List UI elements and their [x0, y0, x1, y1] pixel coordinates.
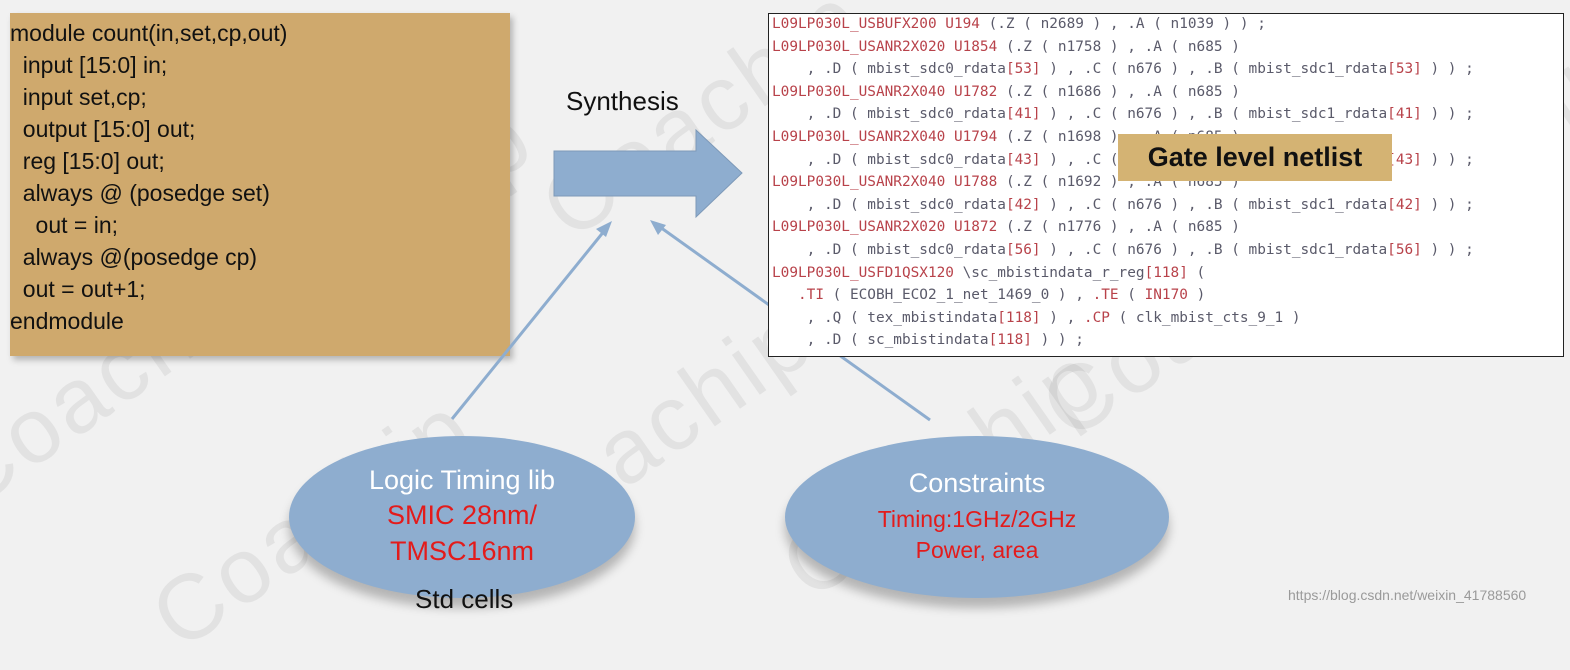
netlist-token: , .D ( mbist_sdc0_rdata	[772, 61, 1006, 78]
netlist-token: [41]	[1005, 106, 1041, 123]
netlist-line: , .D ( mbist_sdc0_rdata[53] ) , .C ( n67…	[772, 61, 1474, 77]
code-line: reg [15:0] out;	[10, 148, 165, 174]
code-line: module count(in,set,cp,out)	[10, 20, 288, 46]
netlist-token: ( ECOBH_ECO2_1_net_1469_0 ) ,	[832, 287, 1093, 304]
timing-lib-ellipse: Logic Timing lib SMIC 28nm/ TMSC16nm	[289, 436, 635, 598]
netlist-line: , .D ( mbist_sdc0_rdata[42] ) , .C ( n67…	[772, 197, 1474, 213]
rtl-code-box: module count(in,set,cp,out) input [15:0]…	[10, 13, 510, 356]
code-line: input set,cp;	[10, 84, 147, 110]
netlist-line: L09LP030L_USANR2X020 U1854 (.Z ( n1758 )…	[772, 39, 1240, 55]
netlist-token: [53]	[1005, 61, 1041, 78]
netlist-token: , .D ( mbist_sdc0_rdata	[772, 106, 1006, 123]
netlist-token: (.Z ( n2689 ) , .A ( n1039 ) ) ;	[988, 16, 1266, 32]
constraints-power-area: Power, area	[915, 537, 1039, 563]
code-line: always @(posedge cp)	[10, 244, 258, 270]
netlist-token: , .D ( mbist_sdc0_rdata	[772, 151, 1006, 168]
code-line: input [15:0] in;	[10, 52, 168, 78]
constraints-arrowhead	[650, 220, 666, 235]
netlist-token: [42]	[1005, 196, 1041, 213]
source-url: https://blog.csdn.net/weixin_41788560	[1288, 587, 1527, 603]
netlist-token: [118]	[1144, 264, 1188, 281]
diagram-arrows	[450, 128, 931, 422]
constraints-ellipse: Constraints Timing:1GHz/2GHz Power, area	[785, 436, 1169, 598]
netlist-token: [41]	[1387, 106, 1422, 123]
netlist-line: , .D ( sc_mbistindata[118] ) ) ;	[772, 332, 1084, 348]
netlist-box: L09LP030L_USBUFX200 U194 (.Z ( n2689 ) ,…	[768, 13, 1564, 357]
netlist-token: )	[1187, 287, 1206, 304]
netlist-title: Gate level netlist	[1118, 134, 1392, 181]
netlist-line: L09LP030L_USFD1QSX120 \sc_mbistindata_r_…	[772, 265, 1205, 281]
code-line: out = in;	[10, 212, 119, 238]
netlist-token: ) , .C ( n676 ) , .B ( mbist_sdc1_rdata	[1040, 196, 1388, 213]
netlist-token: , .D ( mbist_sdc0_rdata	[772, 242, 1006, 258]
code-line: always @ (posedge set)	[10, 180, 270, 206]
netlist-line: L09LP030L_USANR2X020 U1872 (.Z ( n1776 )…	[772, 219, 1240, 235]
netlist-token: [118]	[988, 332, 1032, 349]
netlist-line: L09LP030L_USBUFX200 U194 (.Z ( n2689 ) ,…	[772, 16, 1266, 32]
netlist-token: L09LP030L_USANR2X020 U1872	[772, 219, 1006, 236]
netlist-token: .TE	[1092, 287, 1119, 304]
netlist-token: [56]	[1387, 242, 1422, 258]
netlist-token: ) ) ;	[1421, 61, 1474, 78]
netlist-token: (	[1187, 264, 1206, 281]
constraints-title: Constraints	[908, 468, 1046, 498]
netlist-token: , .D ( sc_mbistindata	[772, 332, 989, 349]
netlist-token: [53]	[1387, 61, 1422, 78]
netlist-token: L09LP030L_USBUFX200 U194	[772, 16, 989, 32]
netlist-token: ) ,	[1040, 309, 1084, 326]
netlist-token: ) , .C ( n676 ) , .B ( mbist_sdc1_rdata	[1040, 61, 1388, 78]
code-line: output [15:0] out;	[10, 116, 196, 142]
netlist-line: , .D ( mbist_sdc0_rdata[56] ) , .C ( n67…	[772, 242, 1474, 258]
netlist-token: ) ) ;	[1421, 196, 1474, 213]
netlist-token: ) ) ;	[1031, 332, 1084, 349]
netlist-token: ) , .C ( n676 ) , .B ( mbist_sdc1_rdata	[1040, 106, 1388, 123]
netlist-line: , .D ( mbist_sdc0_rdata[41] ) , .C ( n67…	[772, 106, 1474, 122]
netlist-token: [42]	[1387, 196, 1422, 213]
netlist-line: L09LP030L_USANR2X040 U1788 (.Z ( n1692 )…	[772, 174, 1240, 190]
netlist-line: , .Q ( tex_mbistindata[118] ) , .CP ( cl…	[772, 310, 1301, 326]
netlist-token: [43]	[1387, 151, 1422, 168]
netlist-token: , .Q ( tex_mbistindata	[772, 309, 998, 326]
netlist-token: (.Z ( n1758 ) , .A ( n685 )	[1005, 38, 1240, 55]
timing-lib-process-1: SMIC 28nm/	[386, 500, 538, 530]
timing-lib-arrow	[450, 229, 607, 420]
netlist-token: (	[1118, 287, 1145, 304]
netlist-token: L09LP030L_USFD1QSX120	[772, 264, 963, 281]
netlist-token: ( clk_mbist_cts_9_1 )	[1109, 309, 1301, 326]
netlist-line: .TI ( ECOBH_ECO2_1_net_1469_0 ) , .TE ( …	[772, 287, 1205, 303]
std-cells-caption: Std cells	[415, 584, 514, 614]
netlist-token: .TI	[772, 287, 833, 304]
netlist-token: L09LP030L_USANR2X020 U1854	[772, 38, 1006, 55]
netlist-token: L09LP030L_USANR2X040 U1782	[772, 83, 1006, 100]
timing-lib-process-2: TMSC16nm	[389, 536, 535, 566]
netlist-token: [43]	[1005, 151, 1041, 168]
timing-lib-title: Logic Timing lib	[368, 465, 556, 495]
code-line: endmodule	[10, 308, 124, 334]
netlist-token: ) ) ;	[1421, 151, 1474, 168]
netlist-token: L09LP030L_USANR2X040 U1794	[772, 129, 1006, 145]
synthesis-arrow	[553, 128, 743, 219]
netlist-token: (.Z ( n1686 ) , .A ( n685 )	[1005, 83, 1240, 100]
netlist-line: L09LP030L_USANR2X040 U1782 (.Z ( n1686 )…	[772, 84, 1240, 100]
netlist-token: ) , .C ( n676 ) , .B ( mbist_sdc1_rdata	[1040, 242, 1388, 258]
netlist-token: L09LP030L_USANR2X040 U1788	[772, 174, 1006, 191]
synthesis-label: Synthesis	[566, 86, 679, 116]
netlist-token: [118]	[997, 309, 1041, 326]
netlist-token: , .D ( mbist_sdc0_rdata	[772, 196, 1006, 213]
netlist-token: [56]	[1005, 242, 1041, 258]
netlist-token: (.Z ( n1776 ) , .A ( n685 )	[1005, 219, 1240, 236]
timing-lib-arrowhead	[596, 221, 612, 237]
netlist-token: .CP	[1083, 309, 1110, 326]
netlist-token: ) ) ;	[1421, 106, 1474, 123]
code-line: out = out+1;	[10, 276, 146, 302]
netlist-token: \sc_mbistindata_r_reg	[962, 264, 1145, 281]
constraints-timing: Timing:1GHz/2GHz	[877, 506, 1077, 532]
netlist-token: IN170	[1144, 287, 1188, 304]
netlist-token: ) ) ;	[1421, 242, 1474, 258]
